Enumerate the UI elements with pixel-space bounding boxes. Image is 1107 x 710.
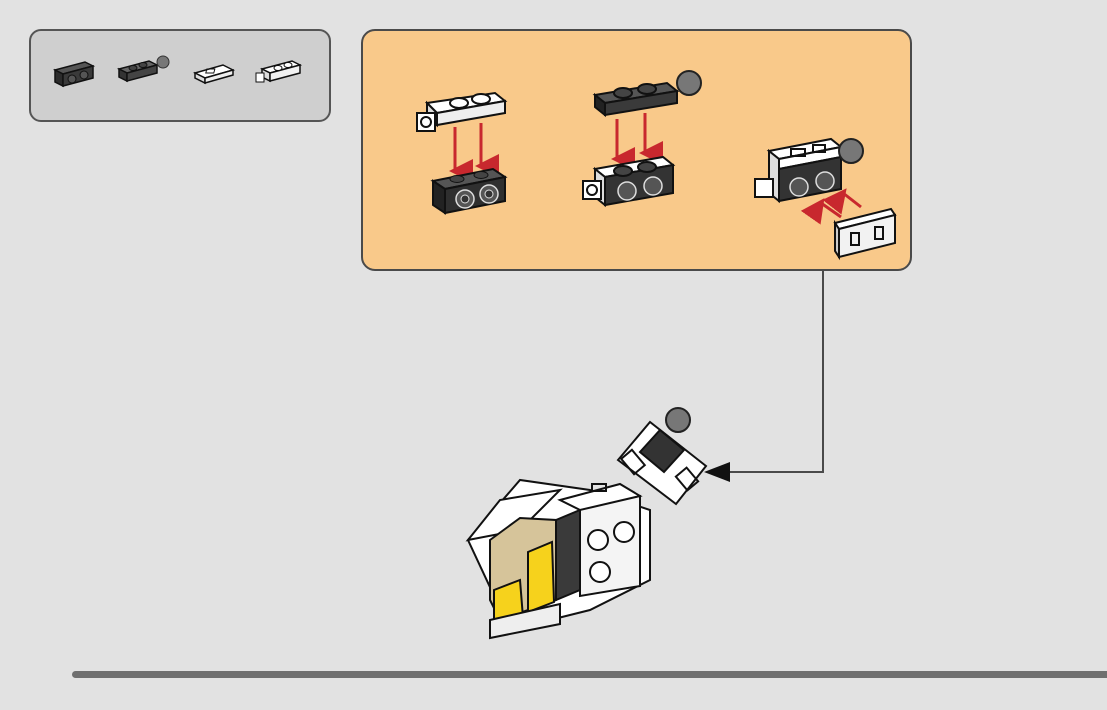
bottom-divider [72,671,1107,678]
connector-line [712,271,823,472]
model-assembly-icon [468,408,706,638]
black-arrow-icon [704,462,730,482]
